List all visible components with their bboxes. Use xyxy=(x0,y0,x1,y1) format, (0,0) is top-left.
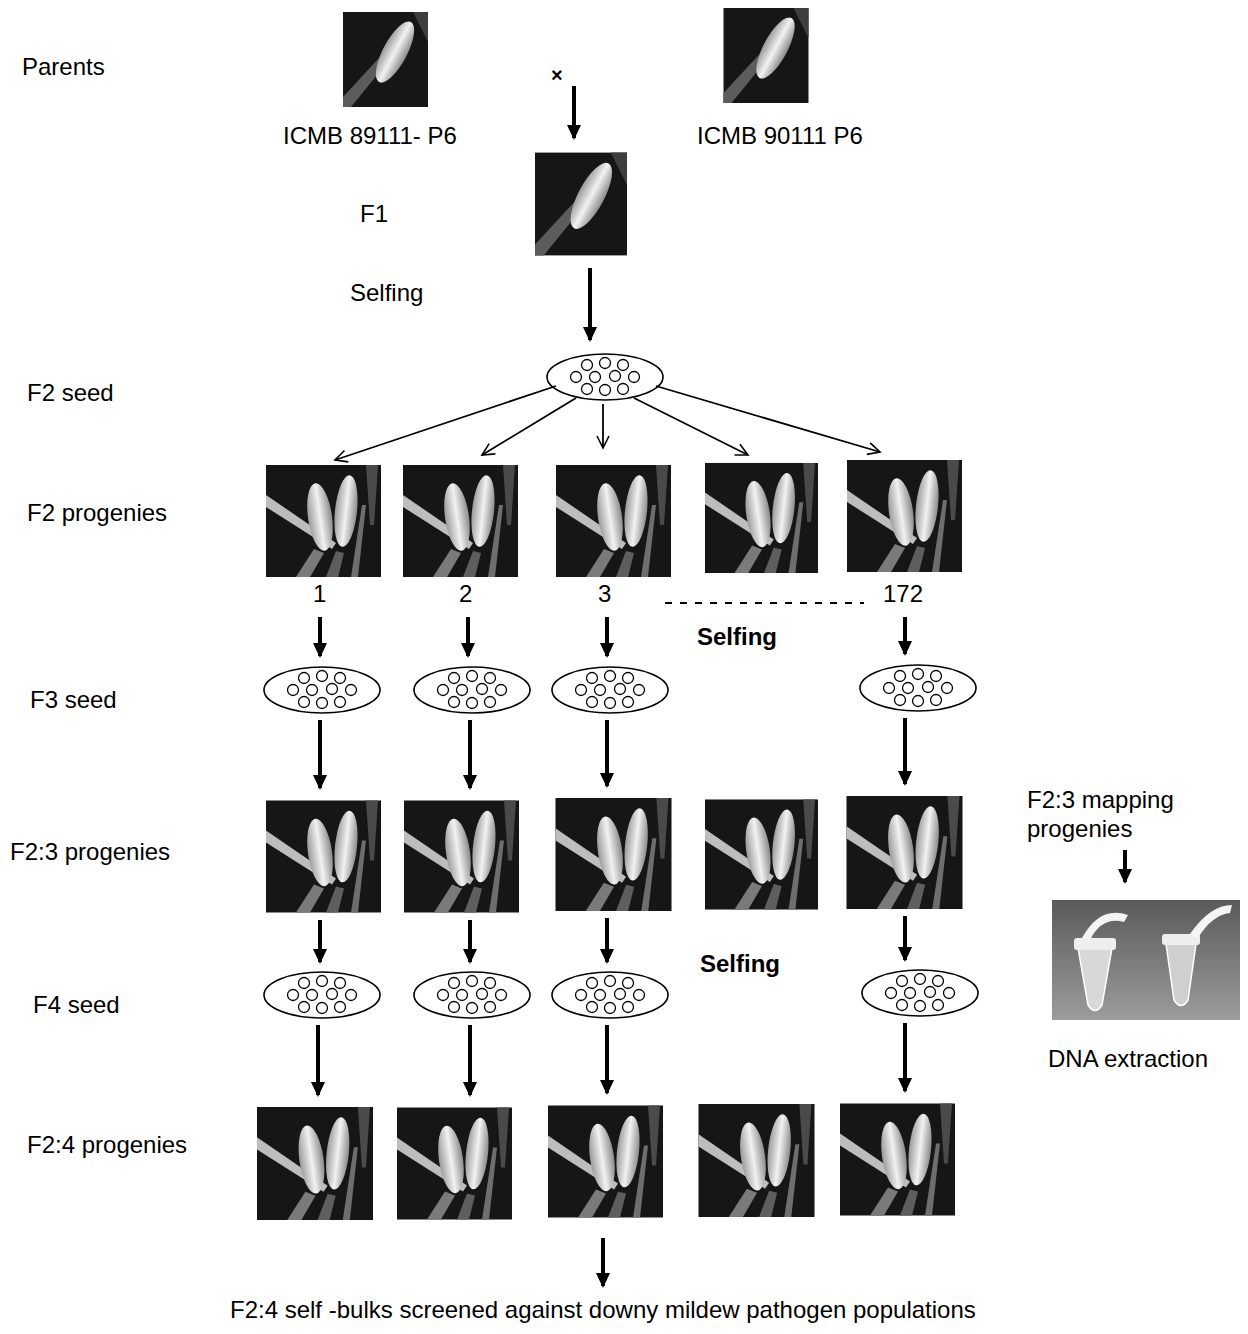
panicle-photo xyxy=(403,465,518,577)
panicle-photo xyxy=(397,1108,512,1220)
panicle-photo xyxy=(724,8,809,103)
panicle-photo xyxy=(548,1106,663,1218)
stage-label: Selfing xyxy=(350,279,423,308)
seed-lot xyxy=(264,667,380,713)
seed-lot xyxy=(552,972,668,1018)
panicle-photo xyxy=(535,153,627,256)
stage-label: 172 xyxy=(883,580,923,609)
ellipsis-dash xyxy=(665,602,864,604)
stage-label: 2 xyxy=(459,580,472,609)
panicle-photo xyxy=(266,801,381,913)
panicle-photo xyxy=(266,465,381,577)
panicle-photo xyxy=(404,801,519,913)
panicle-photo xyxy=(705,799,818,909)
stage-label: × xyxy=(551,63,563,87)
stage-label: F1 xyxy=(360,200,388,229)
stage-label: ICMB 89111- P6 xyxy=(283,122,457,151)
panicle-photo xyxy=(555,798,671,911)
seed-lot xyxy=(264,972,380,1018)
stage-label: Selfing xyxy=(700,950,780,979)
stage-label: Parents xyxy=(22,53,105,82)
seed-lot xyxy=(862,970,978,1016)
stage-label: Selfing xyxy=(697,623,777,652)
dna-tube-photo xyxy=(1052,900,1240,1020)
panicle-photo xyxy=(840,1104,955,1216)
panicle-photo xyxy=(705,463,818,573)
stage-label: F2:4 progenies xyxy=(27,1131,187,1160)
seed-lot xyxy=(860,665,976,711)
seed-lot xyxy=(552,667,668,713)
stage-label: 1 xyxy=(313,580,326,609)
seed-lot xyxy=(547,354,663,400)
stage-label: F2 progenies xyxy=(27,499,167,528)
panicle-photo xyxy=(257,1107,373,1220)
panicle-photo xyxy=(847,460,962,572)
seed-lot xyxy=(414,972,530,1018)
stage-label: F4 seed xyxy=(33,991,120,1020)
stage-label: F2:3 progenies xyxy=(10,838,170,867)
stage-label: DNA extraction xyxy=(1048,1045,1208,1074)
stage-label: F2 seed xyxy=(27,379,114,408)
panicle-photo xyxy=(846,796,962,909)
fan-arrows xyxy=(335,386,880,460)
stage-label: 3 xyxy=(598,580,611,609)
panicle-photo xyxy=(556,465,671,577)
stage-label: F3 seed xyxy=(30,686,117,715)
stage-label: ICMB 90111 P6 xyxy=(697,122,863,151)
seed-lot xyxy=(414,667,530,713)
stage-label: F2:3 mapping progenies xyxy=(1027,786,1217,844)
panicle-photo xyxy=(698,1104,814,1217)
progression-arrows xyxy=(318,86,1125,1286)
stage-label: F2:4 self -bulks screened against downy … xyxy=(230,1296,976,1325)
panicle-photo xyxy=(343,12,428,107)
